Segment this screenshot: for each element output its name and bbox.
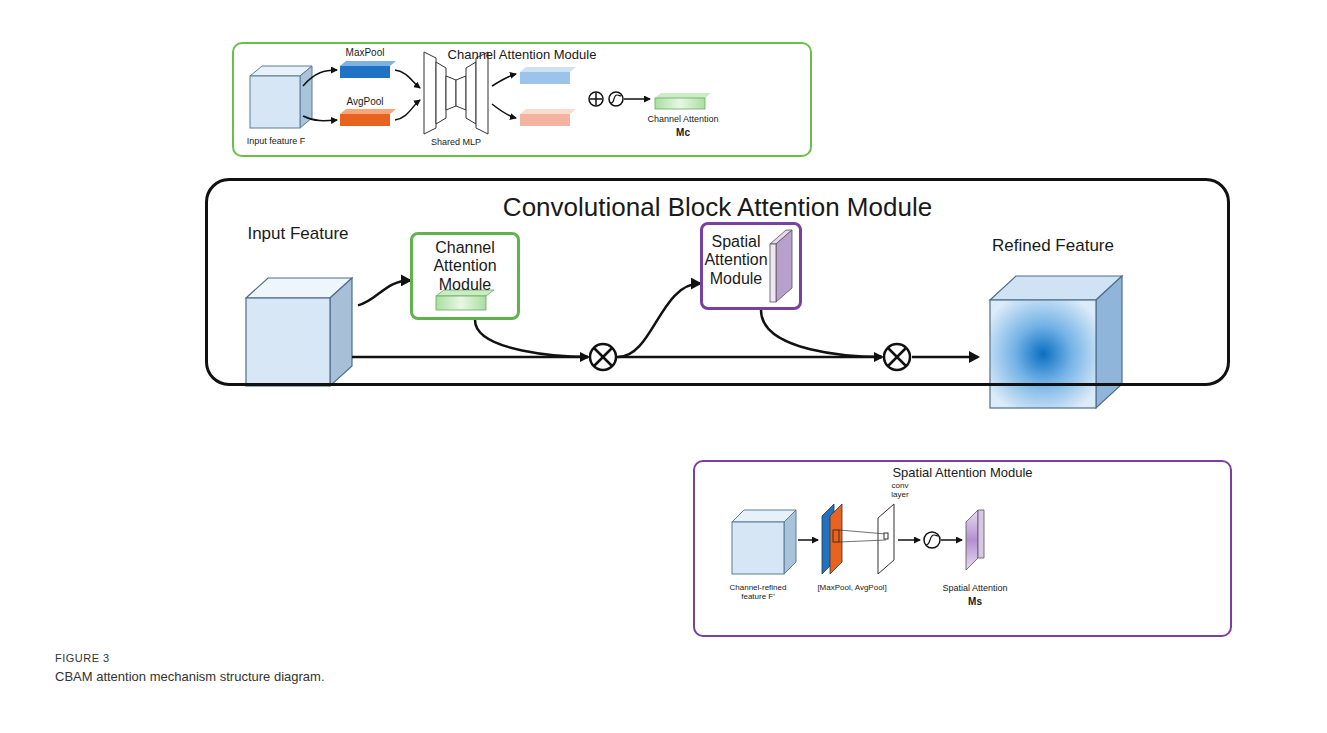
input-cube bbox=[250, 66, 312, 128]
shared-mlp bbox=[424, 52, 488, 134]
part-label: Spatial Attention bbox=[930, 584, 1020, 594]
node-title: Convolutional Block Attention Module bbox=[208, 193, 1227, 223]
spatial-attention-slab bbox=[770, 230, 792, 302]
multiply-symbol bbox=[884, 344, 910, 370]
part-label: AvgPool bbox=[330, 96, 400, 107]
flow-arrow bbox=[358, 280, 410, 305]
feature-label-box: Refined Feature bbox=[978, 236, 1128, 414]
node-title: Channel Attention Module bbox=[234, 48, 810, 63]
part-label: [MaxPool, AvgPool] bbox=[802, 584, 902, 593]
part-label: MaxPool bbox=[330, 47, 400, 58]
part-label: Channel-refined feature F' bbox=[718, 584, 798, 602]
channel-refined-cube bbox=[732, 510, 796, 574]
part-label: Channel Attention bbox=[638, 115, 728, 125]
sigmoid-symbol bbox=[609, 92, 623, 106]
avgpool-bar bbox=[340, 109, 396, 126]
module-panel: Spatial Attention Module bbox=[693, 460, 1232, 637]
maxpool-bar bbox=[340, 61, 396, 78]
node-title: Input Feature bbox=[238, 224, 358, 244]
spatial-attention-map bbox=[966, 510, 984, 570]
node-title: Spatial Attention Module bbox=[695, 466, 1230, 481]
node-title: Channel Attention Module bbox=[413, 239, 517, 294]
channel-module-box: Channel Attention Module bbox=[410, 232, 520, 320]
mlp-output-bars bbox=[520, 67, 576, 126]
node-title: Spatial Attention Module bbox=[703, 233, 769, 288]
part-label: conv layer bbox=[883, 482, 917, 500]
conv-layer-plane bbox=[839, 504, 894, 574]
channel-attention-bar bbox=[655, 93, 711, 109]
spatial-module-box: Spatial Attention Module bbox=[700, 222, 802, 310]
multiply-symbol bbox=[590, 344, 616, 370]
input-feature-cube bbox=[246, 278, 352, 386]
figure-caption: CBAM attention mechanism structure diagr… bbox=[55, 670, 755, 684]
flow-arrow bbox=[475, 284, 700, 357]
part-label: Shared MLP bbox=[416, 138, 496, 148]
figure-number: FIGURE 3 bbox=[55, 652, 255, 664]
channel-attention-green-bar bbox=[436, 290, 494, 310]
sigmoid-symbol bbox=[924, 532, 940, 548]
refined-feature-cube bbox=[990, 276, 1122, 408]
sum-symbol bbox=[589, 92, 603, 106]
feature-label-box: Input Feature bbox=[238, 222, 358, 392]
part-label: Ms bbox=[955, 596, 995, 607]
node-title: Refined Feature bbox=[978, 236, 1128, 256]
part-label: Input feature F bbox=[231, 137, 321, 147]
part-label: Mc bbox=[663, 127, 703, 138]
pooled-maps bbox=[822, 504, 842, 574]
flow-arrow bbox=[761, 310, 978, 357]
module-panel: Channel Attention Module bbox=[232, 42, 812, 157]
cbam-panel: Convolutional Block Attention ModuleInpu… bbox=[205, 178, 1230, 386]
